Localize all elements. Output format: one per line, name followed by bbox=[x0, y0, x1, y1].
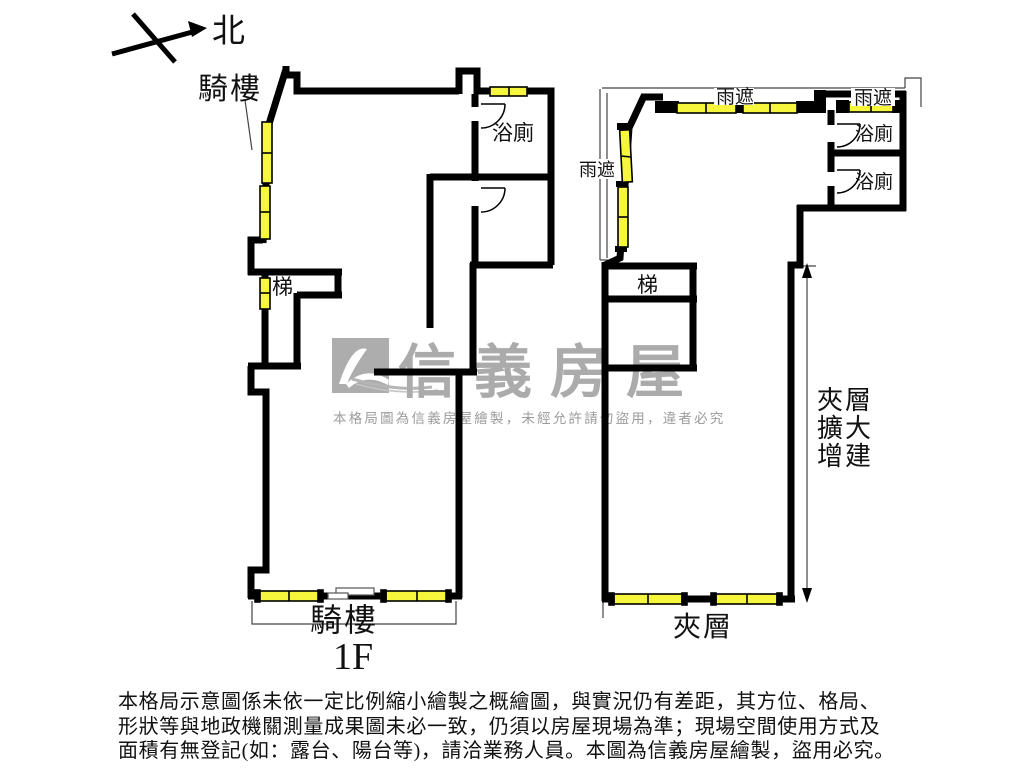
arcade-bottom-label: 騎樓 bbox=[310, 602, 378, 638]
bathroom-1f-label: 浴廁 bbox=[492, 121, 534, 145]
plan-mezz-doors bbox=[836, 123, 861, 194]
disclaimer-paragraph: 本格局示意圖係未依一定比例縮小繪製之概繪圖，與實況仍有差距，其方位、格局、 形狀… bbox=[118, 690, 918, 764]
plan-1f-thin-lines bbox=[244, 99, 457, 625]
mezz-dimension-line bbox=[793, 263, 816, 603]
stairs-1f-label: 梯 bbox=[272, 275, 293, 299]
logo-roof-shape bbox=[339, 348, 367, 384]
plan-1f-doors bbox=[480, 103, 506, 213]
arcade-top-label: 騎樓 bbox=[198, 73, 262, 106]
logo-swoosh-tail-2 bbox=[355, 383, 439, 393]
expansion-label-line1: 夾層 bbox=[817, 386, 873, 415]
north-label: 北 bbox=[212, 14, 245, 50]
expansion-label-line3: 增建 bbox=[817, 442, 873, 471]
rain-right-label-bg bbox=[851, 88, 895, 106]
sinyi-watermark: 信義房屋 本格局圖為信義房屋繪製，未經允許請勿盜用，違者必究 bbox=[332, 338, 726, 426]
floor-1f-label: 1F bbox=[333, 636, 373, 678]
plan-1f-sliding-door bbox=[327, 587, 375, 600]
floor-mezz-label: 夾層 bbox=[673, 612, 733, 643]
rain-cover-top-label: 雨遮 bbox=[716, 86, 754, 108]
rain-cover-left-label: 雨遮 bbox=[579, 160, 615, 180]
plan-1f-walls bbox=[247, 66, 555, 600]
disclaimer-line-3: 面積有無登記(如：露台、陽台等)，請洽業務人員。本圖為信義房屋繪製，盜用必究。 bbox=[118, 740, 895, 762]
disclaimer-line-1: 本格局示意圖係未依一定比例縮小繪製之概繪圖，與實況仍有差距，其方位、格局、 bbox=[118, 691, 881, 713]
north-compass-icon bbox=[111, 12, 207, 64]
rain-cover-right-label: 雨遮 bbox=[854, 87, 892, 109]
bathroom-mezz-lower-label: 浴廁 bbox=[855, 170, 893, 193]
plan-1f-windows bbox=[254, 86, 528, 603]
stairs-mezz-label: 梯 bbox=[637, 273, 658, 297]
plan-mezz-wall-caps bbox=[615, 90, 906, 252]
rain-left-label-bg bbox=[577, 159, 615, 179]
expansion-label-line2: 擴大 bbox=[817, 414, 873, 443]
rain-top-label-bg bbox=[714, 88, 754, 105]
bathroom-mezz-upper-label: 浴廁 bbox=[855, 122, 893, 145]
watermark-notice-text: 本格局圖為信義房屋繪製，未經允許請勿盜用，違者必究 bbox=[333, 410, 726, 426]
logo-swoosh-shape bbox=[346, 373, 389, 388]
disclaimer-line-2: 形狀等與地政機關測量成果圖未必一致，仍須以房屋現場為準；現場空間使用方式及 bbox=[118, 715, 881, 738]
logo-swoosh-tail bbox=[351, 377, 433, 390]
